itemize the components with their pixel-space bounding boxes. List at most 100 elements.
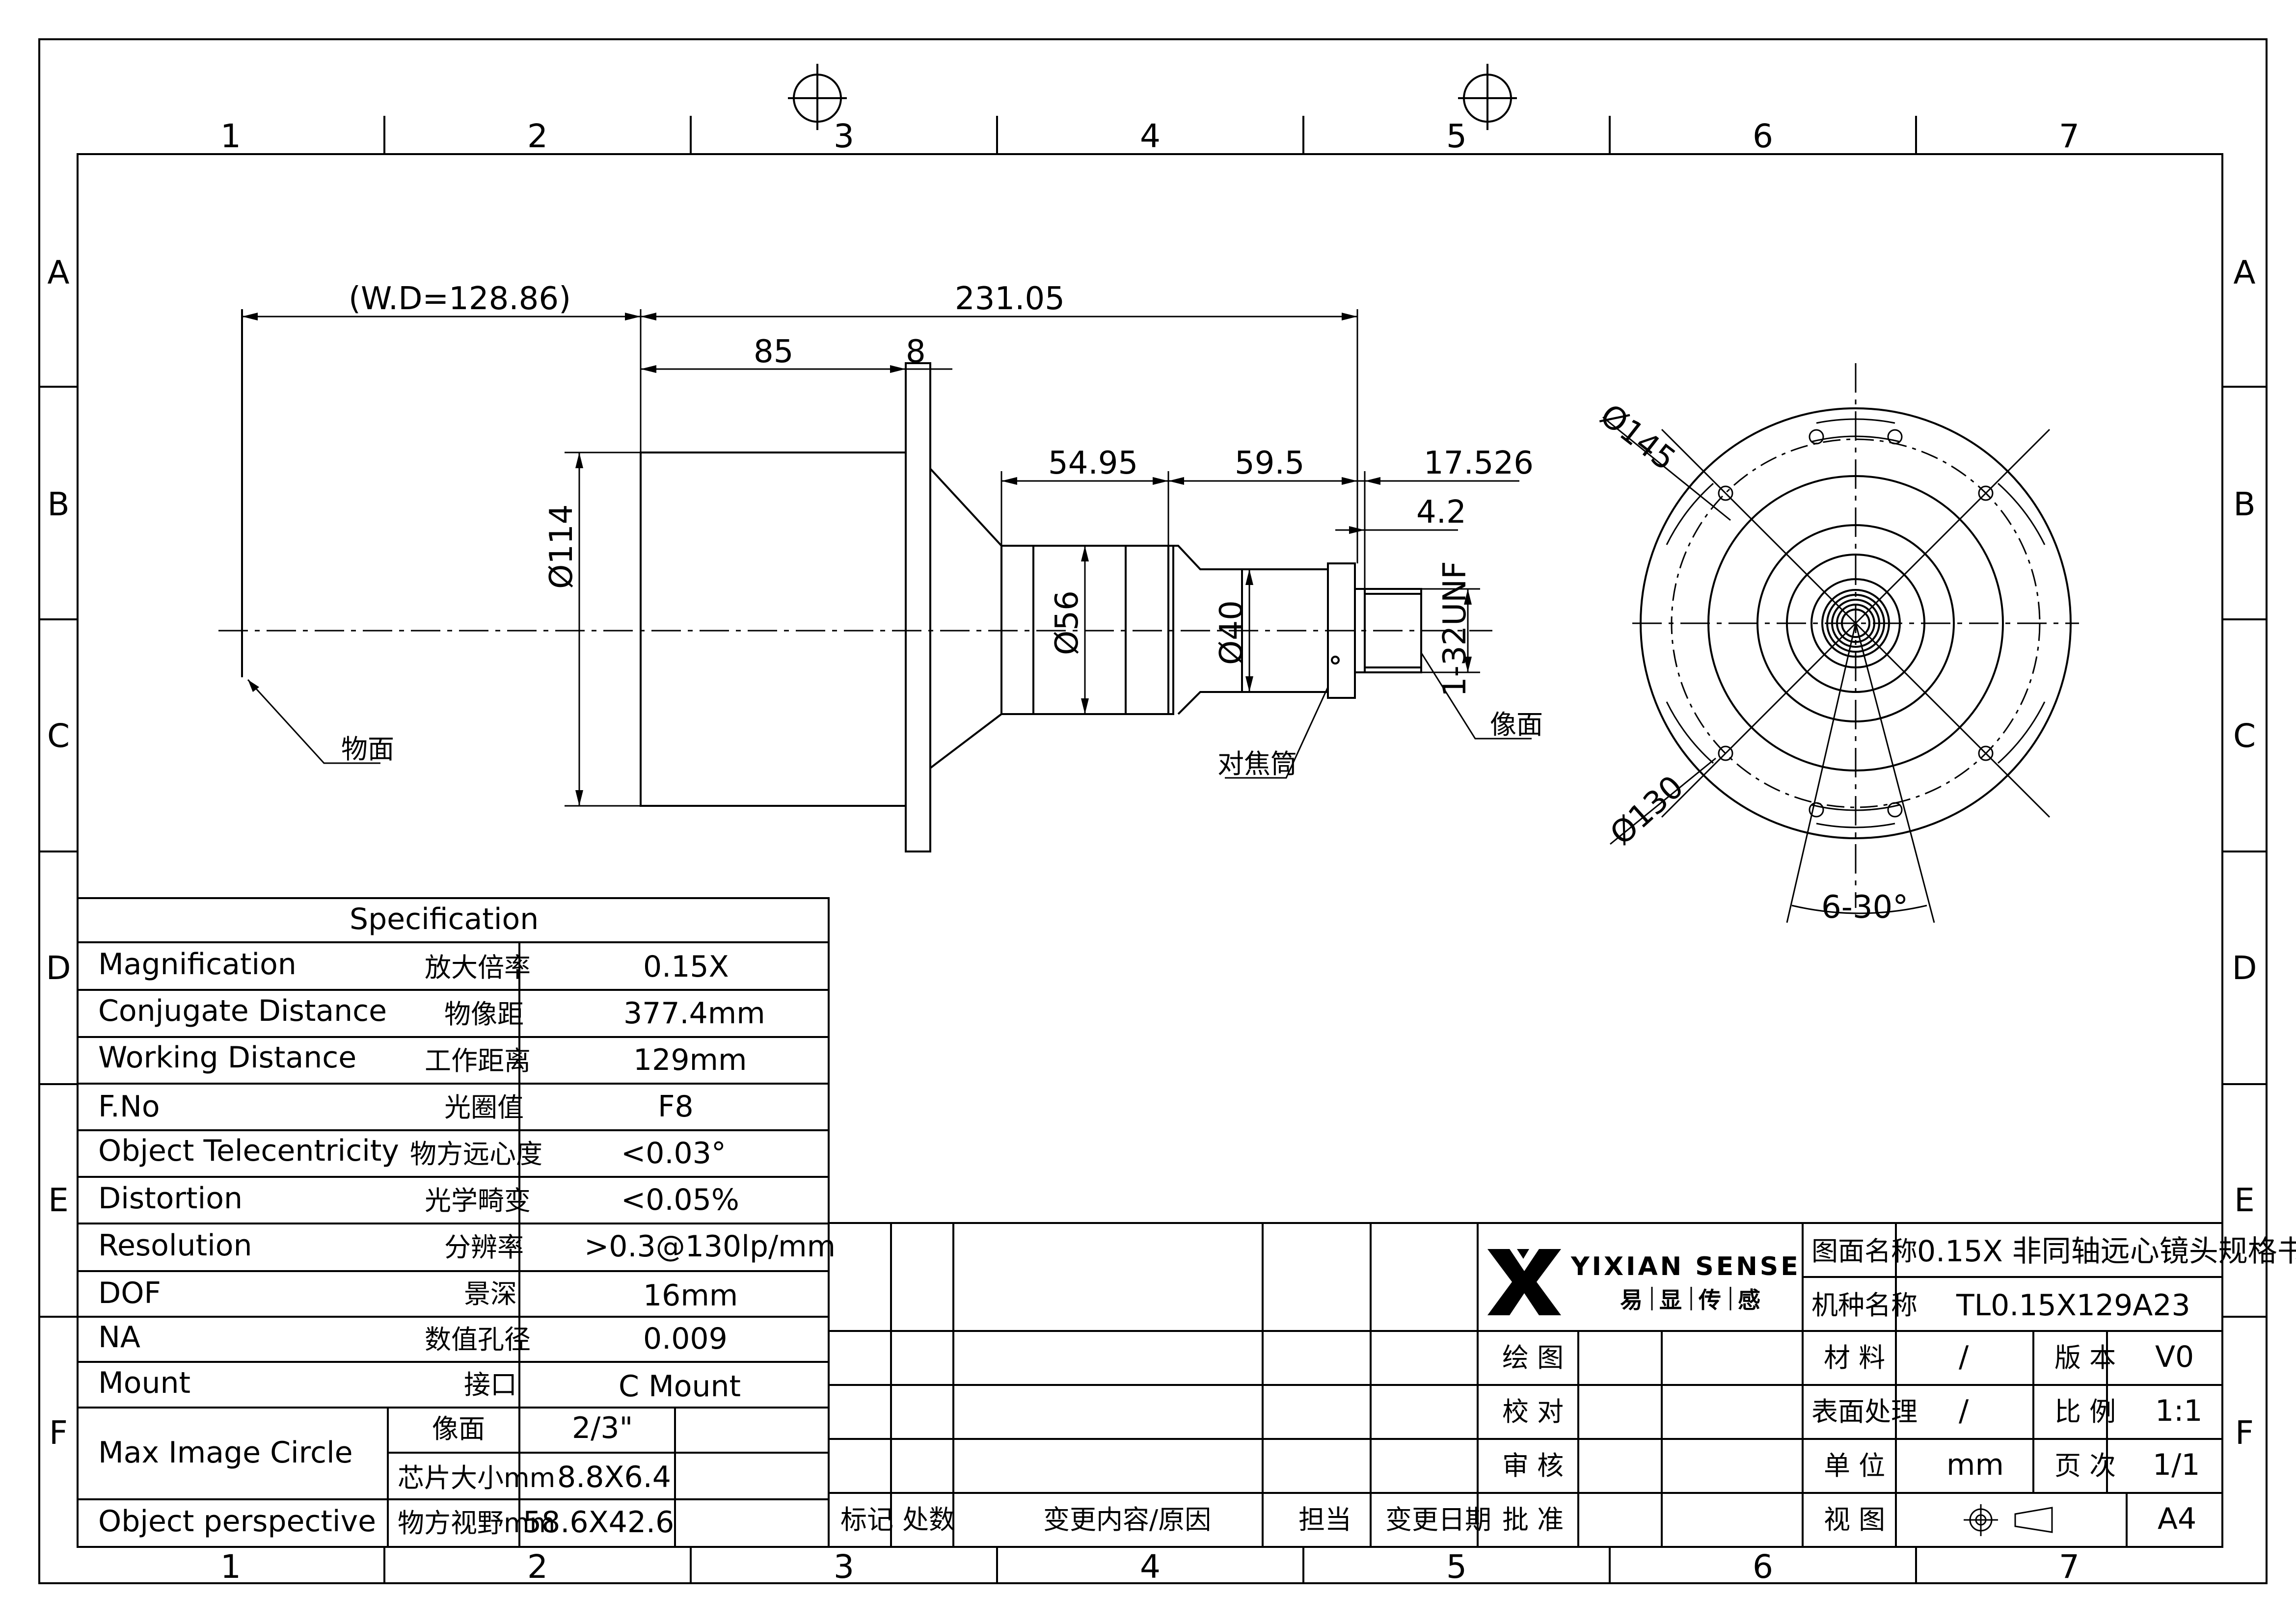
- spec-en: Distortion: [98, 1181, 243, 1216]
- spec-val: 0.009: [643, 1322, 728, 1356]
- spec-cn: 光圈值: [444, 1092, 524, 1123]
- col-label: 6: [1753, 1548, 1773, 1586]
- drawing-name: 0.15X 非同轴远心镜头规格书: [1917, 1234, 2296, 1269]
- rev-header: 标记: [840, 1504, 893, 1535]
- rev-header: 变更日期: [1385, 1504, 1491, 1535]
- spec-table: [77, 897, 830, 1548]
- row-label: F: [49, 1414, 68, 1452]
- spec-mic-en: Max Image Circle: [98, 1436, 353, 1470]
- spec-cn: 景深: [464, 1278, 517, 1309]
- registration-mark-2: [1458, 64, 1517, 130]
- row-label: F: [2235, 1414, 2254, 1452]
- col-label: 3: [834, 1548, 854, 1586]
- spec-val: 16mm: [643, 1278, 738, 1313]
- dim-phi40: Ø40: [1214, 600, 1250, 665]
- lens-front-view: [1602, 363, 2079, 923]
- spec-en: Conjugate Distance: [98, 994, 387, 1028]
- col-label: 2: [527, 117, 548, 155]
- outer-flange-circle: [1640, 407, 2072, 839]
- spec-persp-cn: 物方视野mm: [398, 1508, 555, 1539]
- spec-mic-val1: 2/3": [572, 1411, 633, 1445]
- spec-cn: 数值孔径: [425, 1324, 531, 1355]
- spec-val: >0.3@130lp/mm: [584, 1229, 836, 1264]
- spec-en: F.No: [98, 1090, 160, 1124]
- col-label: 5: [1446, 117, 1467, 155]
- dim-4-2: 4.2: [1416, 494, 1466, 531]
- rev-header: 变更内容/原因: [1043, 1504, 1211, 1535]
- row-label: B: [2233, 485, 2255, 523]
- col-label: 3: [834, 117, 854, 155]
- material-value: /: [1959, 1340, 1969, 1374]
- cone-section: [929, 468, 1002, 769]
- dim-thread: 1-32UNF: [1437, 561, 1473, 697]
- inner-frame: [77, 153, 2223, 1548]
- spec-val: F8: [658, 1090, 694, 1124]
- spec-val: C Mount: [619, 1369, 741, 1404]
- spec-en: Object Telecentricity: [98, 1134, 399, 1168]
- material-label: 材 料: [1824, 1342, 1885, 1373]
- dim-total: 231.05: [955, 281, 1065, 317]
- dimension-lines: [242, 309, 1532, 807]
- unit-value: mm: [1946, 1448, 2004, 1482]
- spec-en: Working Distance: [98, 1040, 356, 1075]
- spec-persp-val: 58.6X42.6: [523, 1505, 674, 1540]
- unit-label: 单 位: [1824, 1450, 1885, 1481]
- row-label: D: [2232, 949, 2257, 987]
- role-approve: 批 准: [1502, 1504, 1564, 1535]
- spec-en: DOF: [98, 1276, 161, 1310]
- col-label: 5: [1446, 1548, 1467, 1586]
- spec-val: 129mm: [633, 1043, 747, 1077]
- spec-mic-val2: 8.8X6.4: [557, 1460, 671, 1494]
- col-label: 4: [1140, 117, 1161, 155]
- col-label: 7: [2059, 1548, 2080, 1586]
- row-label: E: [48, 1181, 69, 1219]
- dim-angle: 6-30°: [1821, 889, 1908, 926]
- registration-mark-1: [788, 64, 847, 130]
- version-label: 版 本: [2054, 1342, 2116, 1373]
- spec-en: Mount: [98, 1366, 190, 1400]
- dim-85: 85: [754, 334, 793, 370]
- spec-mic-cn2: 芯片大小mm: [398, 1462, 555, 1493]
- spec-cn: 工作距离: [425, 1045, 531, 1076]
- row-label: E: [2234, 1181, 2255, 1219]
- spec-texts: Specification Magnification 放大倍率 0.15X C…: [98, 902, 836, 1540]
- col-label: 6: [1753, 117, 1773, 155]
- image-plane-label: 像面: [1490, 709, 1543, 740]
- row-label: C: [47, 717, 70, 755]
- brand-cn-3: 传: [1698, 1287, 1721, 1313]
- page-value: 1/1: [2153, 1448, 2200, 1482]
- col-label: 1: [220, 117, 241, 155]
- spec-cn: 分辨率: [444, 1232, 524, 1263]
- spec-cn: 物像距: [444, 999, 524, 1030]
- row-label: A: [2233, 254, 2255, 292]
- model-label: 机种名称: [1811, 1290, 1918, 1321]
- page-label: 页 次: [2054, 1450, 2116, 1481]
- spec-mic-cn1: 像面: [432, 1413, 485, 1444]
- brand-cn-4: 感: [1738, 1287, 1760, 1313]
- spec-cn: 放大倍率: [425, 952, 531, 983]
- brand-name: YIXIAN SENSE: [1570, 1252, 1801, 1281]
- spec-val: 377.4mm: [623, 996, 765, 1031]
- focus-tube-label: 对焦筒: [1217, 748, 1297, 779]
- spec-cn: 物方远心度: [410, 1139, 542, 1170]
- spec-val: <0.05%: [621, 1183, 739, 1217]
- dim-8: 8: [906, 334, 926, 370]
- paper-size: A4: [2158, 1502, 2196, 1536]
- role-draw: 绘 图: [1502, 1342, 1564, 1373]
- spec-cn: 光学畸变: [425, 1185, 531, 1216]
- lens-side-view: [218, 309, 1492, 852]
- brand-logo: YIXIAN SENSE 易 显 传 感: [1487, 1249, 1801, 1315]
- role-check: 校 对: [1502, 1396, 1564, 1427]
- title-block: [1477, 1222, 2223, 1548]
- spec-cn: 接口: [464, 1369, 517, 1400]
- projection-symbol-icon: [1964, 1504, 2053, 1536]
- spec-en: Magnification: [98, 947, 297, 982]
- spec-val: <0.03°: [621, 1136, 726, 1170]
- spec-val: 0.15X: [643, 950, 729, 984]
- dim-phi114: Ø114: [543, 504, 580, 589]
- drawing-name-label: 图面名称: [1811, 1236, 1918, 1267]
- col-label: 1: [220, 1548, 241, 1586]
- spec-header: Specification: [350, 902, 539, 936]
- dim-phi130: Ø130: [1603, 769, 1691, 852]
